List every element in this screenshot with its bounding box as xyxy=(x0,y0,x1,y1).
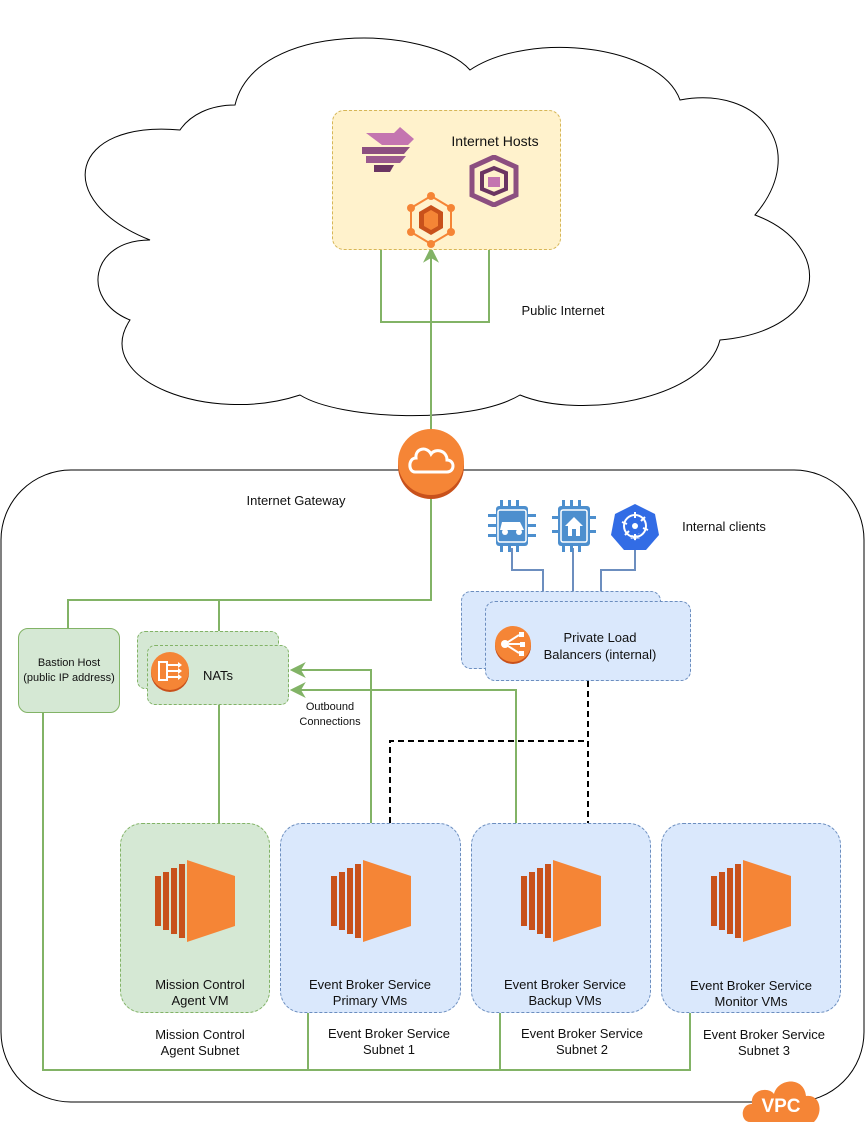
hexagon-network-icon xyxy=(407,192,455,248)
outbound-label-2: Connections xyxy=(299,716,361,728)
vpc-cloud-icon xyxy=(742,1081,820,1122)
vm-label-primary-1: Event Broker Service xyxy=(308,977,432,992)
vm-label-backup-1: Event Broker Service xyxy=(503,977,627,992)
load-balancer-label-2: Balancers (internal) xyxy=(543,647,657,662)
ec2-instance-icon xyxy=(155,860,235,942)
vm-label-monitor-1: Event Broker Service xyxy=(689,978,813,993)
home-chip-icon xyxy=(552,500,596,552)
subnet-label-mission-control-1: Mission Control xyxy=(155,1027,245,1042)
client-connectors xyxy=(511,548,636,602)
subnet-label-1-line2: Subnet 1 xyxy=(362,1042,416,1057)
vm-label-mission-control-2: Agent VM xyxy=(171,993,229,1008)
subnet-label-2-line2: Subnet 2 xyxy=(555,1042,609,1057)
vm-label-mission-control-1: Mission Control xyxy=(155,977,245,992)
internet-gateway-icon xyxy=(398,429,464,499)
public-internet-label: Public Internet xyxy=(521,303,605,318)
subnet-label-mission-control-2: Agent Subnet xyxy=(160,1043,240,1058)
nat-gateway-icon xyxy=(151,652,189,692)
outbound-label-1: Outbound xyxy=(305,701,355,713)
load-balancer-label-1: Private Load xyxy=(563,630,637,645)
vpc-badge-label: VPC xyxy=(761,1096,801,1117)
subnet-label-1-line1: Event Broker Service xyxy=(327,1026,451,1041)
ec2-instance-icon xyxy=(521,860,601,942)
internet-hosts-label: Internet Hosts xyxy=(451,133,539,149)
vehicle-chip-icon xyxy=(488,500,536,552)
bastion-host-box[interactable] xyxy=(18,628,120,713)
bastion-host-label-2: (public IP address) xyxy=(23,672,115,684)
green-connectors xyxy=(42,181,691,1071)
lb-connectors xyxy=(389,681,589,823)
load-balancer-icon xyxy=(495,626,531,664)
subnet-label-3-line1: Event Broker Service xyxy=(702,1027,826,1042)
vm-label-primary-2: Primary VMs xyxy=(332,993,408,1008)
subnet-label-2-line1: Event Broker Service xyxy=(520,1026,644,1041)
nat-label: NATs xyxy=(202,668,234,683)
ec2-instance-icon xyxy=(331,860,411,942)
internet-gateway-label: Internet Gateway xyxy=(246,493,346,508)
bastion-host-label-1: Bastion Host xyxy=(37,657,101,669)
ec2-instance-icon xyxy=(711,860,791,942)
container-service-icon xyxy=(469,155,519,207)
subnet-label-3-line2: Subnet 3 xyxy=(737,1043,791,1058)
internal-clients-label: Internal clients xyxy=(682,519,766,534)
streaming-service-icon xyxy=(362,127,414,172)
kubernetes-api-icon xyxy=(611,504,659,550)
vm-label-monitor-2: Monitor VMs xyxy=(714,994,788,1009)
api-badge: api xyxy=(630,534,640,541)
vm-label-backup-2: Backup VMs xyxy=(528,993,602,1008)
